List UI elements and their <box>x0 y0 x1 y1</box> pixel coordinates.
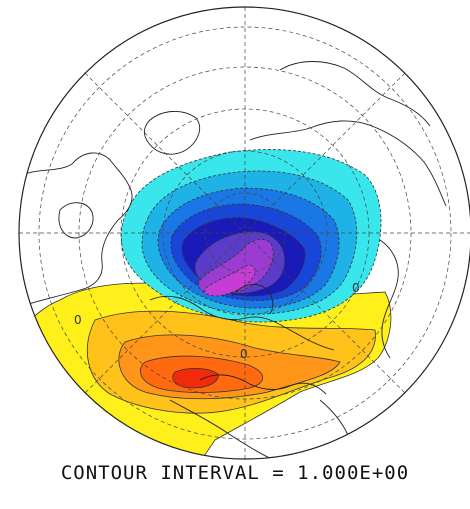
coastline-africa <box>169 399 279 459</box>
contour-label-zero-2: 0 <box>240 347 248 361</box>
coastline-mediterranean <box>199 374 327 395</box>
coastline-europe <box>149 295 335 351</box>
map-boundary-circle <box>18 6 470 460</box>
latitude-circle-40 <box>38 26 452 440</box>
coastline-greenland <box>143 111 200 155</box>
polar-contour-map: 0 0 0 <box>18 6 470 460</box>
coastline-alaska <box>279 61 431 127</box>
coastline-north-america <box>21 152 133 307</box>
coastline-east-asia <box>379 239 399 359</box>
contour-label-zero-1: 0 <box>74 313 82 327</box>
coastline-arabia <box>319 399 359 459</box>
coastline-hudson-bay <box>58 202 94 239</box>
meridian-135 <box>84 72 406 394</box>
contour-label-zero-3: 0 <box>352 281 360 295</box>
contour-fill-positive-5 <box>172 368 219 389</box>
contour-labels: 0 0 0 <box>74 281 360 361</box>
contour-interval-caption: CONTOUR INTERVAL = 1.000E+00 <box>60 462 410 484</box>
lat-lon-grid <box>19 7 470 459</box>
coastline-scandinavia <box>231 284 274 315</box>
